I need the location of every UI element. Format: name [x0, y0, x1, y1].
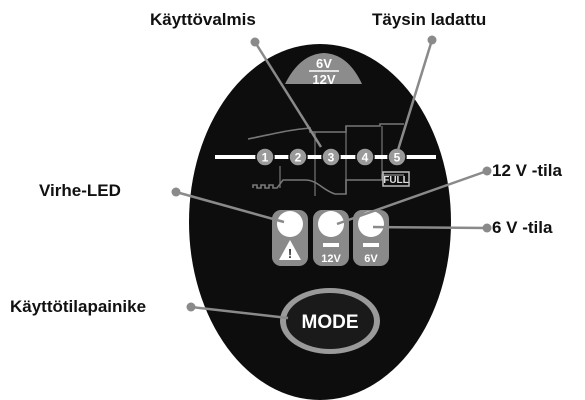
- stage-5-number: 5: [394, 151, 401, 165]
- warning-icon: [279, 240, 301, 260]
- label-full-charge: Täysin ladattu: [372, 10, 487, 29]
- callout-dot-mode: [186, 302, 196, 312]
- callout-line-error: [175, 190, 285, 224]
- label-ready: Käyttövalmis: [150, 10, 256, 29]
- callout-dot-ready: [250, 37, 260, 47]
- led-6v-text: 6V: [364, 253, 378, 265]
- callout-line-12v: [336, 169, 488, 226]
- stage-2-indicator: 2: [288, 147, 308, 167]
- error-led: !: [272, 210, 308, 266]
- mode-button[interactable]: MODE: [280, 288, 380, 354]
- full-badge-text: FULL: [383, 175, 409, 186]
- voltage-curve: [247, 123, 404, 140]
- stage-1-number: 1: [262, 151, 269, 165]
- current-curve: [252, 174, 404, 195]
- callout-line-ready: [253, 41, 323, 148]
- label-error-led: Virhe-LED: [39, 181, 121, 200]
- stage-4-indicator: 4: [355, 147, 375, 167]
- mode-12v-led: 12V: [313, 210, 349, 266]
- label-12v-mode: 12 V -tila: [492, 161, 562, 180]
- mode-button-label: MODE: [302, 312, 359, 333]
- led-12v-text: 12V: [321, 253, 341, 265]
- full-badge-frame: [382, 171, 410, 187]
- warning-mark: !: [288, 246, 292, 261]
- voltage-top-text: 6V: [316, 56, 332, 71]
- battery-12v-icon: [323, 243, 339, 247]
- callout-dot-full: [427, 35, 437, 45]
- callout-line-6v: [372, 225, 488, 230]
- stage-3-number: 3: [328, 151, 335, 165]
- stage-2-number: 2: [295, 151, 302, 165]
- label-6v-mode: 6 V -tila: [492, 218, 553, 237]
- voltage-bottom-text: 12V: [312, 72, 335, 87]
- stage-dividers: [279, 126, 383, 196]
- battery-6v-icon: [363, 243, 379, 247]
- callout-line-full: [396, 39, 434, 151]
- stage-3-indicator: 3: [321, 147, 341, 167]
- stage-4-number: 4: [362, 151, 369, 165]
- callout-line-mode: [190, 305, 289, 320]
- mode-6v-led: 6V: [353, 210, 389, 266]
- label-mode-button: Käyttötilapainike: [10, 297, 147, 316]
- stage-1-indicator: 1: [255, 147, 275, 167]
- callout-dot-6v: [482, 223, 492, 233]
- callout-dot-12v: [482, 166, 492, 176]
- callout-dot-error: [171, 187, 181, 197]
- voltage-badge: [285, 53, 362, 84]
- stage-5-indicator: 5: [387, 147, 407, 167]
